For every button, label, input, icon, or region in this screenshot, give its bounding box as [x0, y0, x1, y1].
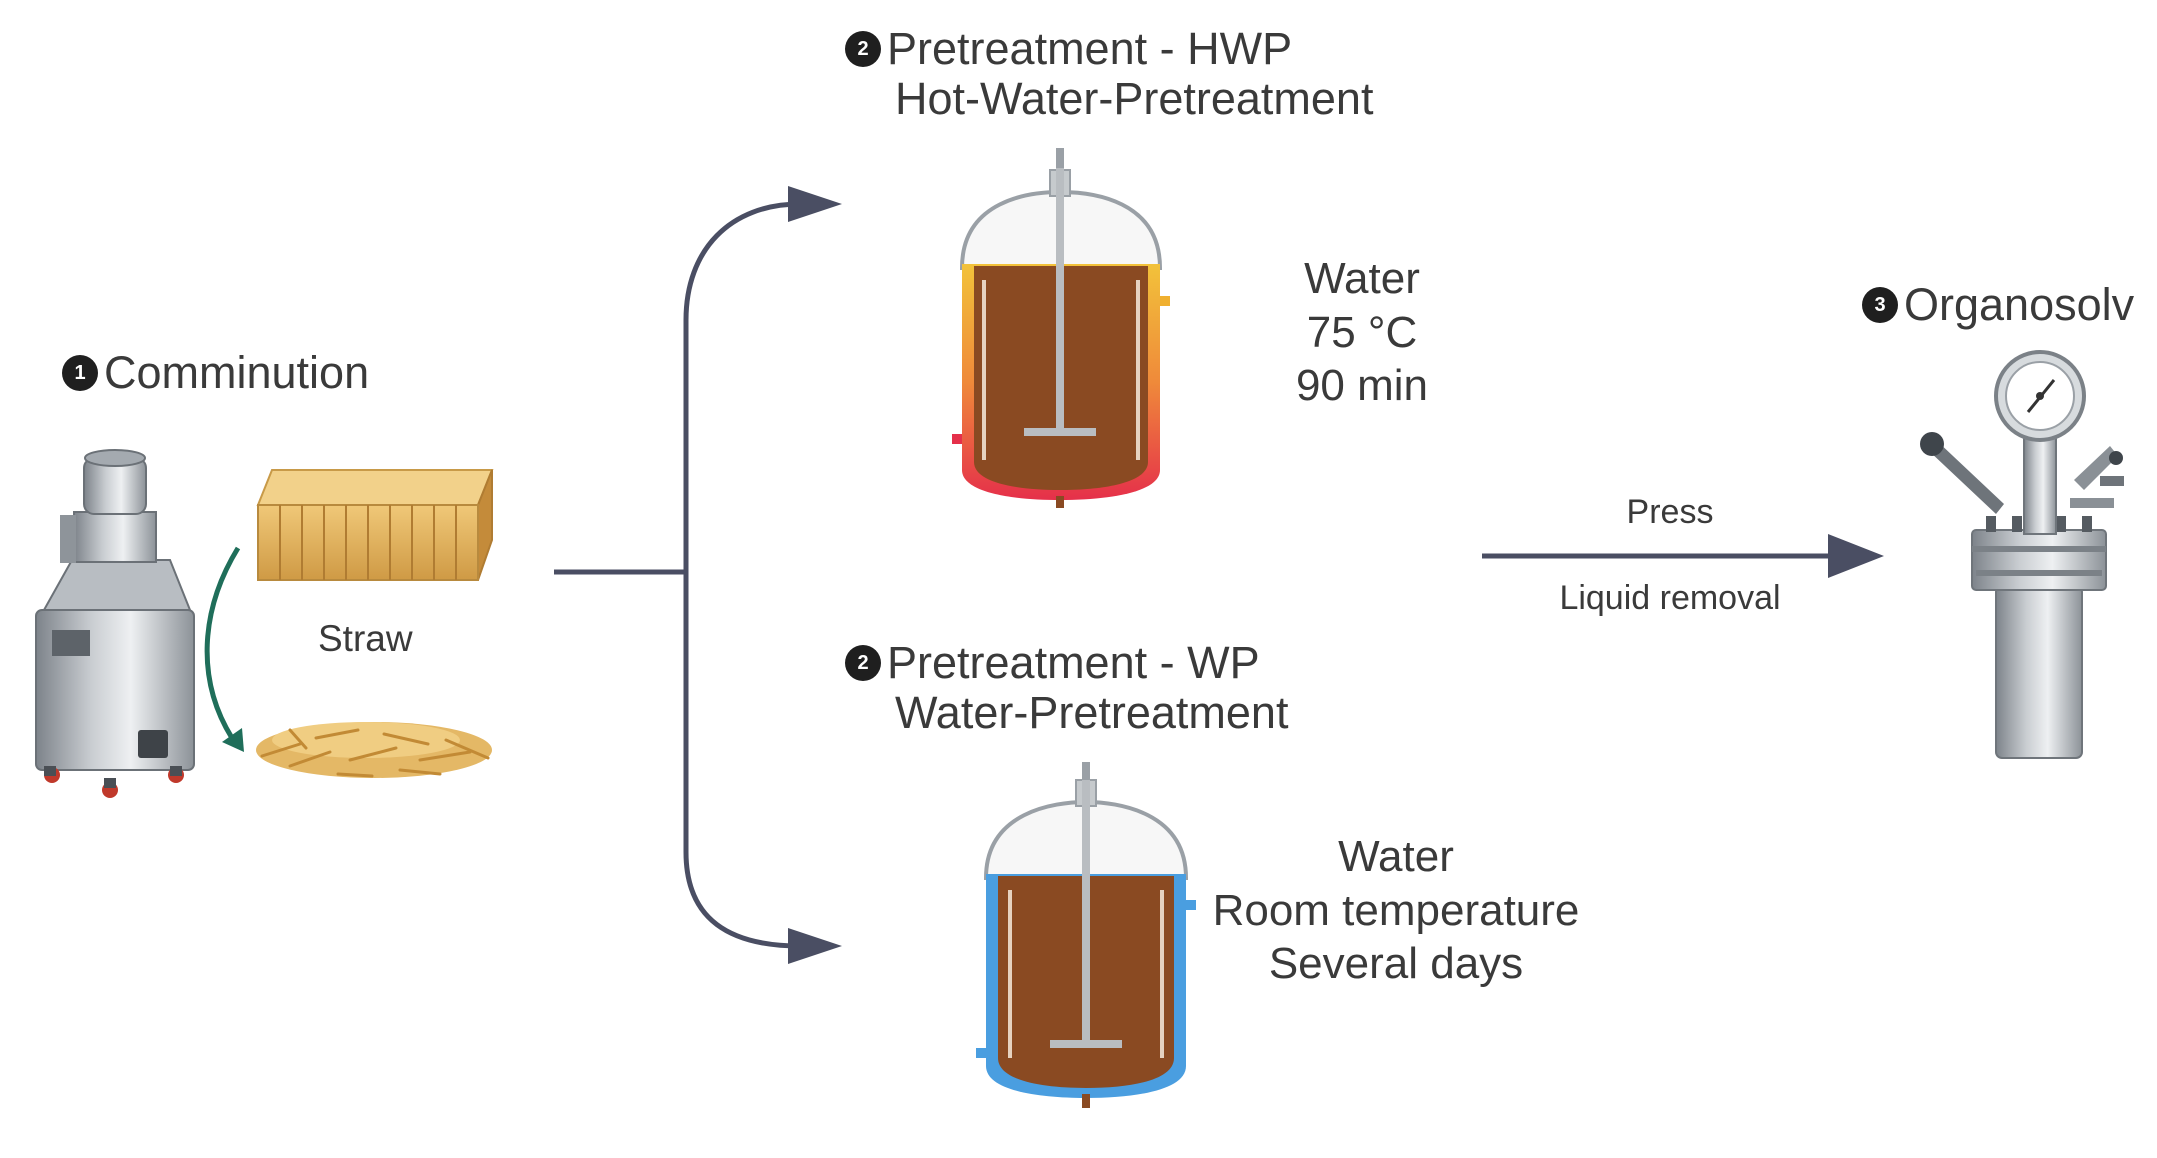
comminution-arrow-icon	[204, 546, 241, 740]
cutting-mill-icon	[35, 449, 195, 798]
transfer-arrow-icon	[1828, 534, 1884, 578]
wp-condition-duration: Several days	[1268, 939, 1524, 989]
transfer-label-press: Press	[1626, 493, 1714, 531]
step-number-badge: 2	[845, 31, 881, 68]
hwp-subtitle: Hot-Water-Pretreatment	[895, 73, 1374, 124]
transfer-label-liquid-removal: Liquid removal	[1559, 579, 1781, 617]
step-number-badge: 3	[1862, 287, 1898, 324]
organosolv-title-text: Organosolv	[1904, 279, 2135, 330]
organosolv-reactor-icon	[1920, 350, 2124, 759]
step-wp-title: 2 Pretreatment - WP	[845, 636, 1260, 691]
wp-subtitle: Water-Pretreatment	[895, 687, 1289, 738]
chopped-straw-icon	[256, 722, 492, 778]
hwp-condition-temperature: 75 °C	[1306, 307, 1418, 357]
step-comminution-title: 1 Comminution	[62, 346, 369, 401]
step-organosolv-title: 3 Organosolv	[1862, 278, 2134, 333]
arrow-to-wp-icon	[788, 928, 842, 964]
wp-condition-temperature: Room temperature	[1212, 885, 1580, 935]
hwp-condition-duration: 90 min	[1295, 361, 1429, 411]
wp-reactor-icon	[976, 762, 1196, 1108]
arrow-to-hwp-icon	[788, 186, 842, 222]
hwp-conditions: Water 75 °C 90 min	[1232, 252, 1492, 413]
branch-arrows	[554, 201, 801, 949]
comminution-arrowhead-icon	[222, 728, 244, 752]
hwp-condition-medium: Water	[1304, 254, 1420, 303]
wp-conditions: Water Room temperature Several days	[1196, 830, 1596, 991]
comminution-title-text: Comminution	[104, 347, 370, 398]
wp-title-text: Pretreatment - WP	[887, 637, 1260, 688]
step-number-badge: 1	[62, 355, 98, 392]
hwp-reactor-icon	[952, 148, 1170, 508]
hwp-title-text: Pretreatment - HWP	[887, 23, 1293, 74]
wp-condition-medium: Water	[1338, 832, 1454, 881]
step-number-badge: 2	[845, 645, 881, 682]
straw-label: Straw	[318, 618, 413, 659]
straw-bale-icon	[256, 469, 494, 581]
step-hwp-title: 2 Pretreatment - HWP	[845, 22, 1292, 77]
